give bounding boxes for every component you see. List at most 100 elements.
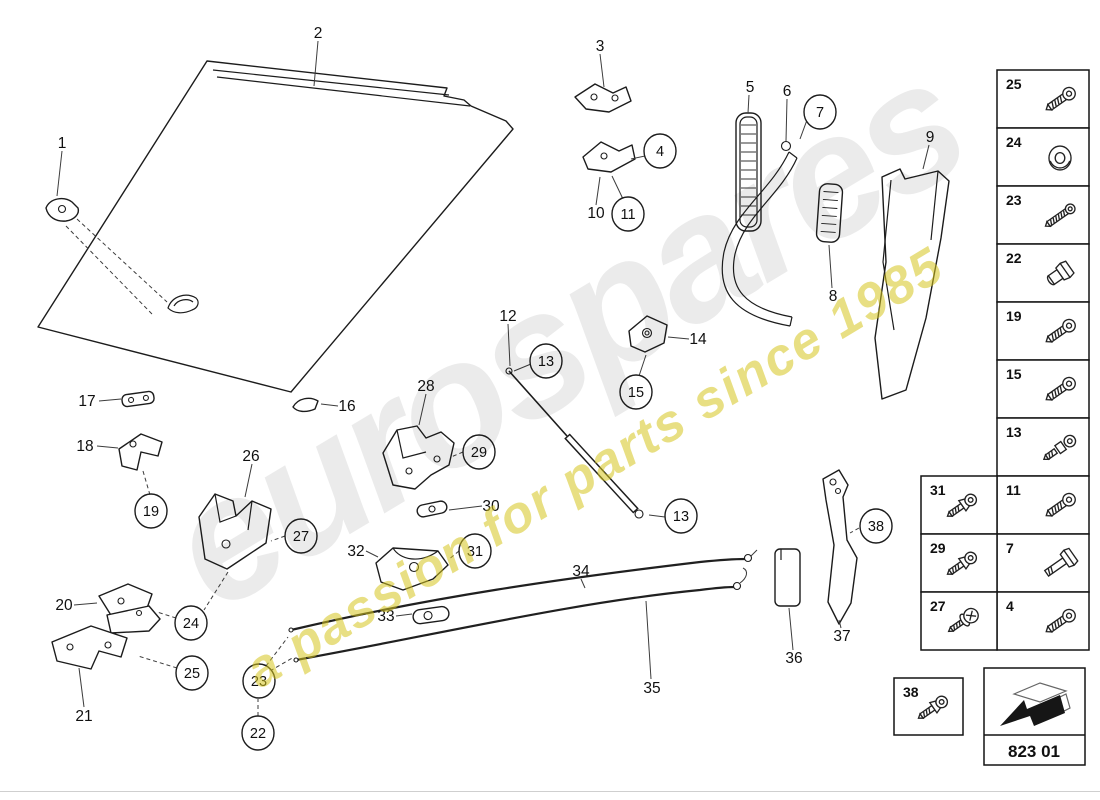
part-33-plate — [412, 605, 450, 625]
sidebar-part-19: 19 — [996, 301, 1090, 361]
callout-number: 5 — [746, 79, 755, 96]
part-21-bracket — [51, 625, 128, 670]
callout-number: 17 — [78, 393, 95, 410]
callout-circle — [643, 133, 677, 169]
callout-20: 20 — [55, 597, 73, 614]
part-17-plate — [121, 390, 155, 408]
callout-number: 16 — [338, 398, 355, 415]
callout-circle — [284, 518, 318, 554]
callout-3: 3 — [596, 38, 605, 55]
sidebar-part-25: 25 — [996, 69, 1090, 129]
callout-22: 22 — [241, 715, 275, 751]
callout-circle — [859, 508, 893, 544]
part-2-hood-panel — [37, 60, 514, 393]
callout-circle — [242, 663, 276, 699]
callout-12: 12 — [499, 308, 516, 325]
callout-circle — [803, 94, 837, 130]
callout-number: 33 — [377, 608, 394, 625]
part-cell-box — [996, 301, 1090, 361]
callout-31: 31 — [458, 533, 492, 569]
part-3-bracket — [574, 83, 632, 113]
part-cell-number: 24 — [1006, 134, 1022, 150]
callout-circle — [241, 715, 275, 751]
page-bottom-rule — [0, 791, 1100, 792]
callout-number: 38 — [868, 519, 884, 535]
callout-number: 13 — [538, 354, 554, 370]
callout-number: 29 — [471, 445, 487, 461]
callout-25: 25 — [175, 655, 209, 691]
part-35-cable — [293, 567, 748, 663]
part-cell-box — [996, 591, 1090, 651]
callout-number: 37 — [833, 628, 850, 645]
callout-circle — [175, 655, 209, 691]
diagram-arrow-icon — [1000, 682, 1071, 726]
part-cell-box — [893, 677, 964, 736]
callout-35: 35 — [643, 680, 660, 697]
part-32-bracket — [375, 547, 449, 591]
sidebar-part-24: 24 — [996, 127, 1090, 187]
part-cell-number: 25 — [1006, 76, 1022, 92]
callout-number: 32 — [347, 543, 364, 560]
callout-number: 2 — [314, 25, 323, 42]
part-cell-number: 7 — [1006, 540, 1014, 556]
part-6-seal-tube — [721, 140, 798, 327]
callout-2: 2 — [314, 25, 323, 42]
sidebar-part-7: 7 — [996, 533, 1090, 593]
sidebar-part-38: 38 — [893, 677, 964, 736]
sidebar-part-29: 29 — [920, 533, 998, 593]
callout-number: 31 — [467, 544, 483, 560]
callout-number: 13 — [673, 509, 689, 525]
sidebar-part-23: 23 — [996, 185, 1090, 245]
callout-1: 1 — [58, 135, 67, 152]
part-10-bracket — [582, 141, 636, 173]
part-20-hinge — [98, 583, 161, 634]
callout-number: 26 — [242, 448, 259, 465]
part-cell-number: 4 — [1006, 598, 1014, 614]
callout-number: 9 — [926, 129, 935, 146]
part-cell-box — [996, 417, 1090, 477]
part-cell-number: 31 — [930, 482, 946, 498]
callout-number: 21 — [75, 708, 92, 725]
callout-14: 14 — [689, 331, 707, 348]
part-cell-number: 22 — [1006, 250, 1022, 266]
part-cell-number: 11 — [1006, 482, 1021, 498]
part-cell-number: 27 — [930, 598, 946, 614]
callout-11: 11 — [611, 196, 645, 232]
part-28-bracket — [382, 425, 455, 490]
part-cell-number: 15 — [1006, 366, 1022, 382]
callout-28: 28 — [417, 378, 434, 395]
callout-number: 23 — [251, 674, 267, 690]
callout-number: 12 — [499, 308, 516, 325]
callout-number: 28 — [417, 378, 434, 395]
callout-33: 33 — [377, 608, 394, 625]
callout-17: 17 — [78, 393, 95, 410]
callout-number: 6 — [783, 83, 792, 100]
sidebar-part-13: 13 — [996, 417, 1090, 477]
callout-number: 15 — [628, 385, 644, 401]
callout-number: 14 — [689, 331, 707, 348]
part-cell-number: 23 — [1006, 192, 1022, 208]
sidebar-part-4: 4 — [996, 591, 1090, 651]
part-26-bracket — [198, 493, 272, 570]
callout-circle — [611, 196, 645, 232]
callout-23: 23 — [242, 663, 276, 699]
sidebar-part-11: 11 — [996, 475, 1090, 535]
callout-15: 15 — [619, 374, 653, 410]
part-cell-number: 13 — [1006, 424, 1022, 440]
callout-number: 27 — [293, 529, 309, 545]
callout-number: 35 — [643, 680, 660, 697]
part-1-latch — [45, 197, 80, 222]
callout-37: 37 — [833, 628, 850, 645]
callout-circle — [458, 533, 492, 569]
callout-10: 10 — [587, 205, 605, 222]
callout-number: 22 — [250, 726, 266, 742]
callout-number: 1 — [58, 135, 67, 152]
callout-4: 4 — [643, 133, 677, 169]
callout-number: 30 — [482, 498, 500, 515]
part-cell-number: 29 — [930, 540, 946, 556]
callout-number: 18 — [76, 438, 93, 455]
callout-30: 30 — [482, 498, 500, 515]
callout-number: 3 — [596, 38, 605, 55]
